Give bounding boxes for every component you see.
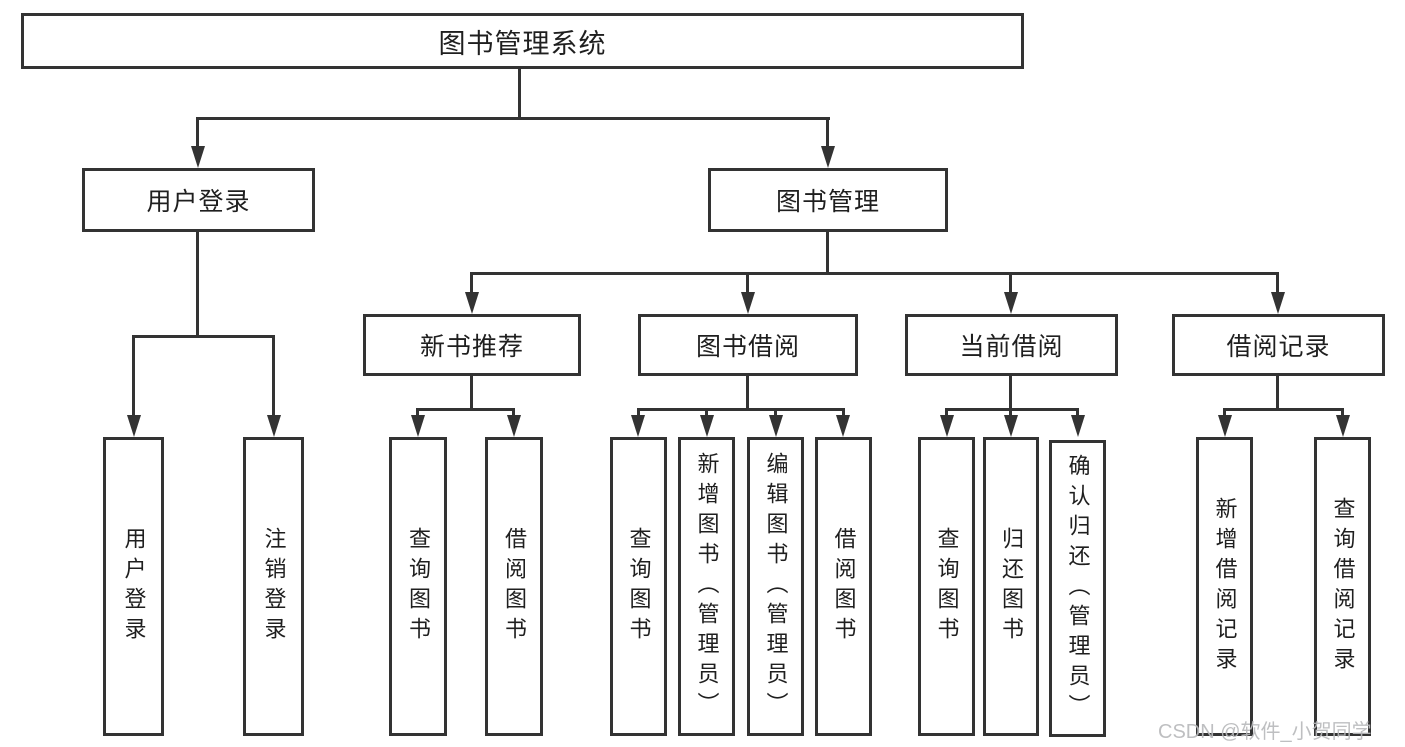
node-label: 图书借阅 xyxy=(695,333,800,361)
connector-drop-leaf-login xyxy=(132,335,135,415)
node-new-book-recommend: 新书推荐 xyxy=(363,314,581,376)
connector-borrow-records-stem xyxy=(1276,375,1279,410)
connector-drop xyxy=(1009,408,1012,417)
leaf-label: 用户登录 xyxy=(121,526,147,647)
leaf-user-login: 用户登录 xyxy=(103,437,164,736)
connector-drop-current-borrow xyxy=(1009,272,1012,292)
connector-root-stem xyxy=(518,68,521,120)
arrow-down-icon xyxy=(507,415,521,437)
leaf-label: 借阅图书 xyxy=(502,526,527,647)
arrow-down-icon xyxy=(700,415,714,437)
arrow-down-icon xyxy=(1004,292,1018,314)
leaf-label: 查询借阅记录 xyxy=(1330,496,1356,677)
leaf-label: 查询图书 xyxy=(406,526,431,647)
leaf-borrow-books: 借阅图书 xyxy=(485,437,543,736)
connector-drop-book-management xyxy=(826,117,829,146)
connector-drop xyxy=(945,408,948,417)
arrow-down-icon xyxy=(1271,292,1285,314)
connector-drop-new-book xyxy=(470,272,473,292)
connector-drop xyxy=(416,408,419,417)
leaf-label: 查询图书 xyxy=(626,526,652,647)
node-current-borrow: 当前借阅 xyxy=(905,314,1118,376)
arrow-down-icon xyxy=(741,292,755,314)
arrow-down-icon xyxy=(631,415,645,437)
leaf-label: 编辑图书（管理员） xyxy=(763,451,789,722)
connector-new-book-stem xyxy=(470,375,473,410)
arrow-down-icon xyxy=(411,415,425,437)
connector-current-borrow-branch xyxy=(945,408,1079,411)
arrow-down-icon xyxy=(836,415,850,437)
leaf-label: 新增图书（管理员） xyxy=(694,451,720,722)
connector-drop-borrow-records xyxy=(1276,272,1279,292)
connector-drop xyxy=(1076,408,1079,417)
connector-drop xyxy=(842,408,845,417)
connector-drop xyxy=(774,408,777,417)
leaf-borrow-books: 借阅图书 xyxy=(815,437,872,736)
connector-drop-leaf-logout xyxy=(272,335,275,415)
connector-new-book-branch xyxy=(416,408,515,411)
leaf-label: 新增借阅记录 xyxy=(1212,496,1238,677)
arrow-down-icon xyxy=(769,415,783,437)
arrow-down-icon xyxy=(267,415,281,437)
csdn-watermark: CSDN @软件_小贺同学 xyxy=(1158,721,1372,743)
arrow-down-icon xyxy=(1004,415,1018,437)
connector-drop xyxy=(637,408,640,417)
leaf-label: 借阅图书 xyxy=(831,526,857,647)
leaf-add-borrow-record: 新增借阅记录 xyxy=(1196,437,1253,736)
connector-drop-user-login xyxy=(196,117,199,146)
connector-book-borrow-branch xyxy=(637,408,845,411)
connector-drop xyxy=(1223,408,1226,417)
connector-drop xyxy=(1341,408,1344,417)
connector-level2-branch xyxy=(196,117,830,120)
arrow-down-icon xyxy=(1071,415,1085,437)
connector-drop xyxy=(512,408,515,417)
node-label: 新书推荐 xyxy=(419,333,524,361)
connector-borrow-records-branch xyxy=(1223,408,1344,411)
arrow-down-icon xyxy=(821,146,835,168)
connector-drop xyxy=(705,408,708,417)
node-label: 图书管理 xyxy=(775,188,880,216)
node-book-borrow: 图书借阅 xyxy=(638,314,858,376)
connector-book-borrow-stem xyxy=(746,375,749,410)
leaf-label: 注销登录 xyxy=(261,526,287,647)
node-book-management: 图书管理 xyxy=(708,168,948,232)
node-user-login: 用户登录 xyxy=(82,168,315,232)
arrow-down-icon xyxy=(127,415,141,437)
connector-user-login-stem xyxy=(196,232,199,338)
connector-current-borrow-stem xyxy=(1009,375,1012,410)
connector-book-management-stem xyxy=(826,232,829,275)
node-label: 用户登录 xyxy=(146,188,251,216)
leaf-label: 归还图书 xyxy=(999,526,1024,647)
leaf-return-books: 归还图书 xyxy=(983,437,1039,736)
leaf-label: 确认归还（管理员） xyxy=(1065,453,1091,724)
arrow-down-icon xyxy=(191,146,205,168)
leaf-logout: 注销登录 xyxy=(243,437,304,736)
arrow-down-icon xyxy=(465,292,479,314)
leaf-label: 查询图书 xyxy=(934,526,960,647)
node-root-system: 图书管理系统 xyxy=(21,13,1024,69)
leaf-query-books: 查询图书 xyxy=(918,437,975,736)
connector-drop-book-borrow xyxy=(746,272,749,292)
connector-level3-branch xyxy=(470,272,1279,275)
leaf-confirm-return-admin: 确认归还（管理员） xyxy=(1049,440,1106,737)
arrow-down-icon xyxy=(940,415,954,437)
node-label: 图书管理系统 xyxy=(438,28,607,59)
node-label: 当前借阅 xyxy=(959,333,1064,361)
arrow-down-icon xyxy=(1218,415,1232,437)
connector-user-login-branch xyxy=(132,335,275,338)
leaf-edit-books-admin: 编辑图书（管理员） xyxy=(747,437,804,736)
node-label: 借阅记录 xyxy=(1226,333,1331,361)
arrow-down-icon xyxy=(1336,415,1350,437)
leaf-add-books-admin: 新增图书（管理员） xyxy=(678,437,735,736)
leaf-query-books: 查询图书 xyxy=(610,437,667,736)
leaf-query-borrow-record: 查询借阅记录 xyxy=(1314,437,1371,736)
leaf-query-books: 查询图书 xyxy=(389,437,447,736)
node-borrow-records: 借阅记录 xyxy=(1172,314,1385,376)
